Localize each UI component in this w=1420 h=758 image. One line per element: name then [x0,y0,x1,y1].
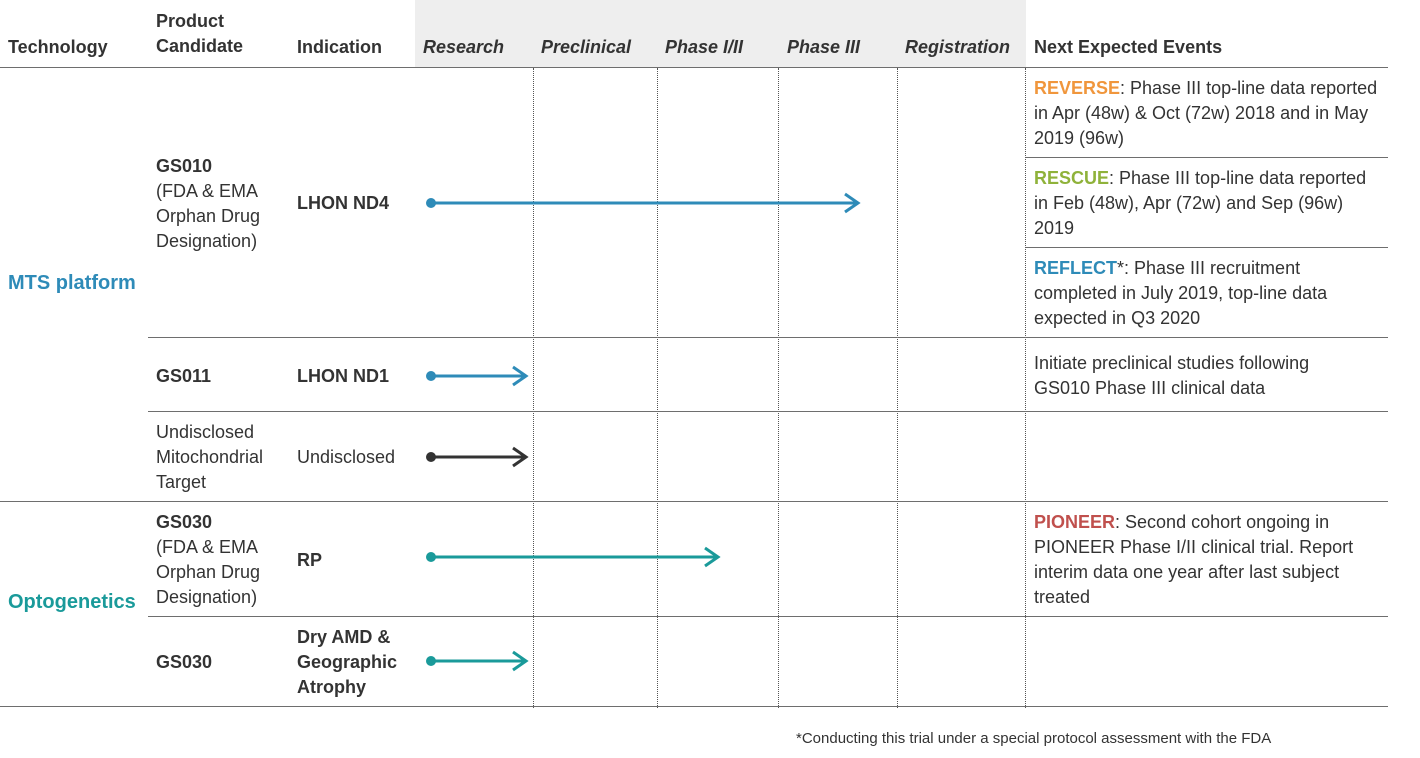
bottom-rule [0,706,1388,707]
event-divider [1026,157,1388,158]
event-entry: PIONEER: Second cohort ongoing in PIONEE… [1034,510,1379,610]
header-technology: Technology [8,37,108,57]
header-phase-registration: Registration [905,37,1011,57]
phase-divider [657,68,658,708]
header-indication: Indication [297,37,382,57]
header-phase-1-2: Phase I/II [665,37,744,57]
row-divider [148,411,1388,412]
trial-tag: REVERSE [1034,78,1121,98]
phase-divider [1025,68,1026,708]
progress-arrow-gs011 [426,365,529,387]
header-phase-preclinical: Preclinical [541,37,632,57]
product-name: GS011 [156,366,212,386]
header-rule [0,67,1388,68]
indication: RP [297,550,323,570]
product-candidate: GS010 (FDA & EMA Orphan Drug Designation… [156,154,281,254]
product-name: GS010 [156,156,213,176]
indication: LHON ND4 [297,193,390,213]
event-text: Initiate preclinical studies following G… [1034,353,1310,398]
event-entry: REFLECT*: Phase III recruitment complete… [1034,256,1379,331]
progress-arrow-gs030-amd [426,650,529,672]
group-label-optogenetics: Optogenetics [8,591,136,613]
phase-divider [897,68,898,708]
event-entry: REVERSE: Phase III top-line data reporte… [1034,76,1379,151]
event-entry: RESCUE: Phase III top-line data reported… [1034,166,1379,241]
event-text: : Second cohort ongoing in PIONEER Phase… [1034,512,1354,607]
progress-arrow-undisclosed [426,446,529,468]
indication: Undisclosed [297,447,396,467]
trial-tag: REFLECT [1034,258,1117,278]
product-name: GS030 [156,512,213,532]
header-phase-research: Research [423,37,505,57]
trial-tag: RESCUE [1034,168,1110,188]
product-note: (FDA & EMA Orphan Drug Designation) [156,537,261,607]
event-text: : Phase III top-line data reported in Ap… [1034,78,1378,148]
row-divider [148,337,1388,338]
footnote: *Conducting this trial under a special p… [796,730,1272,747]
indication: Dry AMD & Geographic Atrophy [297,627,398,697]
phase-divider [533,68,534,708]
header-phase-3: Phase III [787,37,861,57]
trial-tag: PIONEER [1034,512,1116,532]
indication: LHON ND1 [297,366,390,386]
event-divider [1026,247,1388,248]
row-divider [148,616,1388,617]
event-text: *: Phase III recruitment completed in Ju… [1034,258,1328,328]
product-candidate: GS030 (FDA & EMA Orphan Drug Designation… [156,510,281,610]
product-note: Undisclosed Mitochondrial Target [156,422,264,492]
phase-header-band [415,0,1026,68]
progress-arrow-gs010 [426,192,861,214]
progress-arrow-gs030-rp [426,546,721,568]
product-name: GS030 [156,652,213,672]
phase-divider [778,68,779,708]
product-note: (FDA & EMA Orphan Drug Designation) [156,181,261,251]
group-divider [0,501,1388,502]
event-text: : Phase III top-line data reported in Fe… [1034,168,1367,238]
header-product-candidate: Product Candidate [156,11,244,56]
group-label-mts: MTS platform [8,272,136,294]
header-next-events: Next Expected Events [1034,37,1223,57]
